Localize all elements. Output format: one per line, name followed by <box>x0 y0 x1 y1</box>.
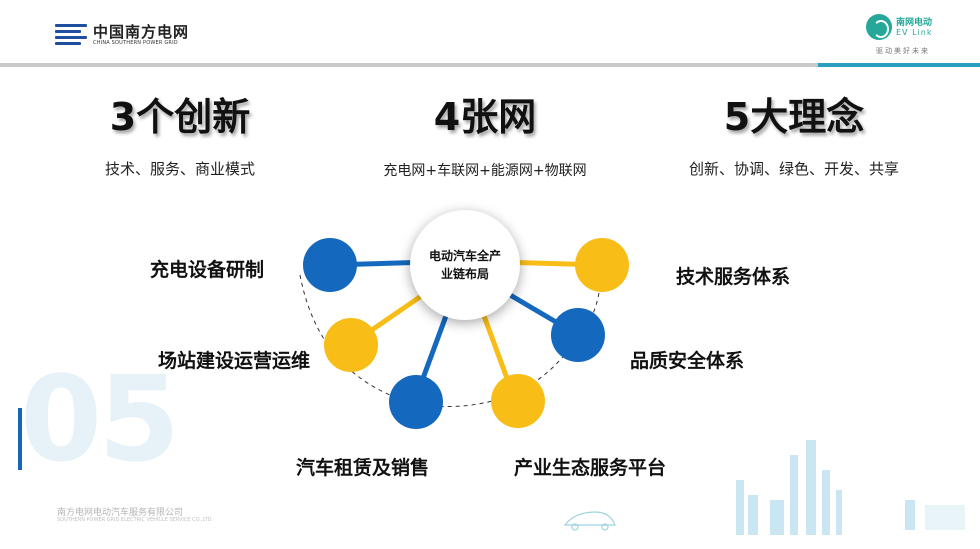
node-circle <box>324 318 378 372</box>
center-hub: 电动汽车全产业链布局 <box>410 210 520 320</box>
col-3-subtitle: 创新、协调、绿色、开发、共享 <box>688 160 899 178</box>
brand-name-cn: 中国南方电网 <box>93 22 190 41</box>
car-illustration <box>563 511 616 531</box>
csg-mark-icon <box>55 22 87 48</box>
node-label-ecosystem-platform: 产业生态服务平台 <box>514 457 667 479</box>
header-accent-bar <box>818 63 980 67</box>
node-circle <box>551 308 605 362</box>
node-circle <box>491 374 545 428</box>
node-label-charging-equipment: 充电设备研制 <box>150 259 265 281</box>
header-divider <box>0 63 980 67</box>
node-label-leasing-sales: 汽车租赁及销售 <box>296 457 430 479</box>
col-1-subtitle: 技术、服务、商业模式 <box>104 160 255 178</box>
center-hub-text: 电动汽车全产业链布局 <box>428 249 501 281</box>
evlink-name-cn: 南网电动 <box>896 17 933 28</box>
node-label-quality-safety: 品质安全体系 <box>630 350 745 372</box>
slogan: 驱动美好未来 <box>876 47 930 55</box>
section-number: 05 <box>20 350 180 488</box>
col-3-title: 5大理念 <box>723 95 865 139</box>
evlink-icon <box>866 14 892 40</box>
evlink-name-en: EV Link <box>896 27 933 37</box>
brand-name-en: CHINA SOUTHERN POWER GRID <box>93 39 178 46</box>
evlink-logo: 南网电动 EV Link <box>866 14 932 40</box>
node-circle <box>303 238 357 292</box>
col-2-subtitle: 充电网+车联网+能源网+物联网 <box>383 163 587 179</box>
node-label-tech-service: 技术服务体系 <box>676 266 791 288</box>
city-skyline-illustration <box>736 440 965 535</box>
section-accent-bar <box>18 408 22 470</box>
node-label-station-operation: 场站建设运营运维 <box>158 350 311 372</box>
col-2-title: 4张网 <box>433 95 537 139</box>
node-circle <box>389 375 443 429</box>
col-1-title: 3个创新 <box>109 95 251 139</box>
footer-company-en: SOUTHERN POWER GRID ELECTRIC VEHICLE SER… <box>57 517 214 523</box>
csg-logo: 中国南方电网 CHINA SOUTHERN POWER GRID <box>55 22 189 48</box>
footer-company-cn: 南方电网电动汽车服务有限公司 <box>57 508 184 518</box>
node-circle <box>575 238 629 292</box>
